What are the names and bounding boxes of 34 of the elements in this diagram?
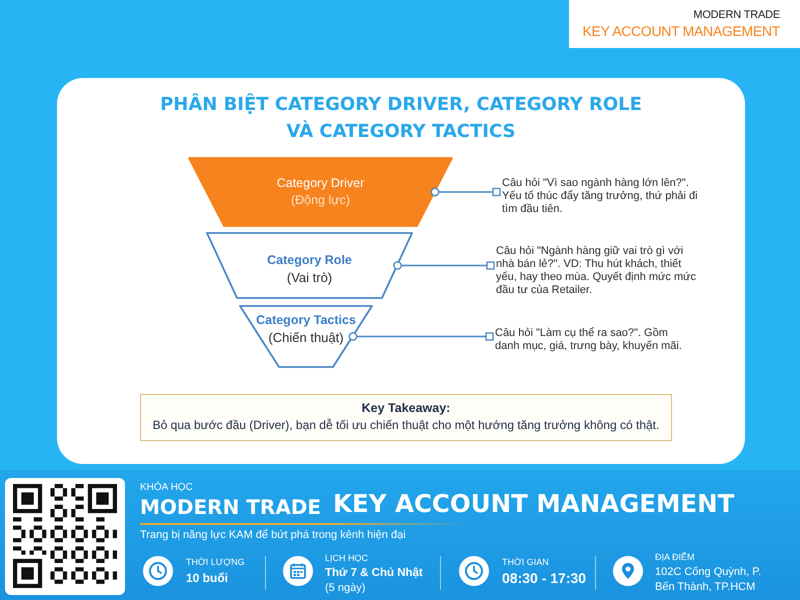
callout-text: Câu hỏi "Làm cụ thể ra sao?". Gồm danh mục, giá, trưng bày, khuyến mãi. [495,327,695,353]
course-title-highlight: KEY ACCOUNT MANAGEMENT [333,489,734,518]
info-note: (5 ngày) [325,582,366,596]
course-tagline: Trang bị năng lực KAM để bứt phá trong kênh hiện đại [140,529,406,542]
info-caption: THỜI LƯỢNG [186,557,245,568]
takeaway-box [140,394,672,441]
course-kicker: KHÓA HỌC [140,482,193,494]
info-value: 08:30 - 17:30 [502,570,586,587]
stage-title: Category Role [267,252,352,269]
info-value: Thứ 7 & Chủ Nhật [325,567,423,581]
info-caption: ĐỊA ĐIỂM [655,552,695,563]
badge-subtitle: MODERN TRADE [693,9,780,22]
takeaway-heading: Key Takeaway: [362,400,450,417]
stage-subtitle: (Chiến thuật) [268,329,344,346]
stage-title: Category Tactics [256,312,356,329]
info-value: 10 buổi [186,571,228,586]
diagram-title: PHÂN BIỆT CATEGORY DRIVER, CATEGORY ROLE VÀ CATEGORY TACTICS [159,92,643,144]
callout-text: Câu hỏi "Ngành hàng giữ vai trò gì với nhà bán lẻ?". VD: Thu hút khách, thiết yếu, hay theo mùa. Quyết định mức mức đầu tư của Retailer. [496,245,696,297]
callout-text: Câu hỏi "Vì sao ngành hàng lớn lên?". Yếu tố thúc đẩy tăng trưởng, thứ phải đi tìm đầu tiên. [502,177,707,216]
stage-subtitle: (Động lực) [290,192,350,209]
stage-subtitle: (Vai trò) [286,269,332,286]
funnel-stage [239,305,373,368]
funnel-stage [188,157,453,227]
stage-title: Category Driver [276,175,364,192]
info-caption: LỊCH HỌC [325,553,368,564]
leader-line [348,332,494,341]
funnel-stage [206,232,413,299]
address-text: 102C Cống Quỳnh, P. Bến Thành, TP.HCM [655,565,762,595]
info-caption: THỜI GIAN [502,557,549,568]
course-title: MODERN TRADE [140,495,322,519]
takeaway-text: Bỏ qua bước đầu (Driver), bạn dễ tối ưu chiến thuật cho một hướng tăng trưởng không có thật. [152,417,660,434]
badge-title: KEY ACCOUNT MANAGEMENT [582,23,780,40]
leader-line [393,261,495,270]
leader-line [430,188,501,196]
